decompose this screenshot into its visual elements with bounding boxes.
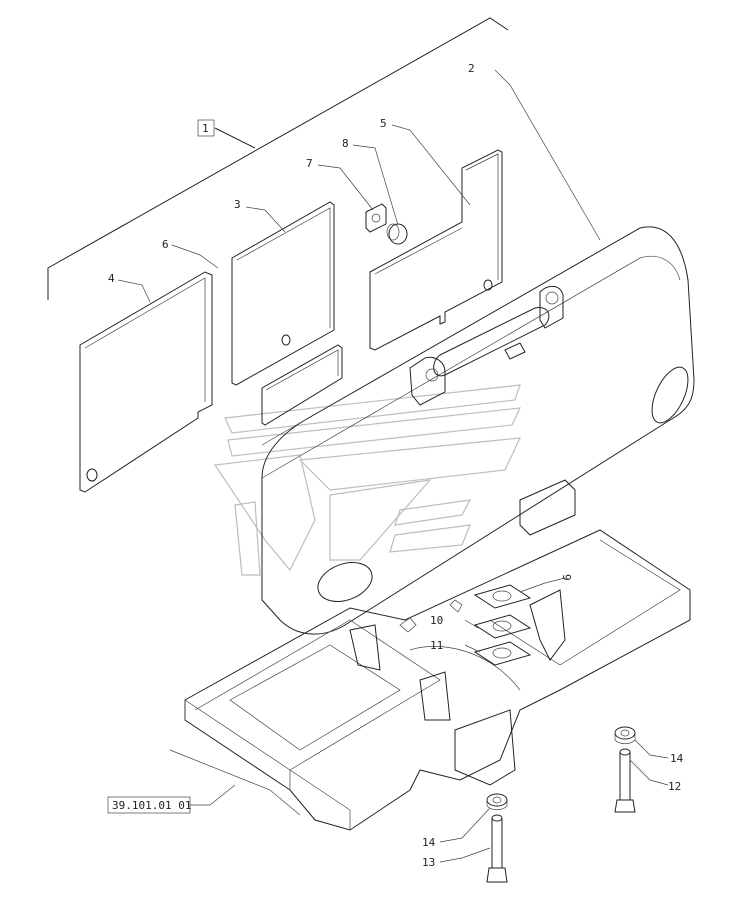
callout-12: 12 <box>668 780 681 793</box>
chassis-frame <box>169 529 691 831</box>
callout-13: 13 <box>422 856 435 869</box>
bolt-12 <box>614 748 636 813</box>
callout-9: 9 <box>560 574 573 581</box>
clip-part-7 <box>365 203 387 233</box>
callout-3: 3 <box>234 198 241 211</box>
counterweight-body-2 <box>261 226 695 635</box>
callout-8: 8 <box>342 137 349 150</box>
callout-10: 10 <box>430 614 443 627</box>
callout-2: 2 <box>468 62 475 75</box>
washer-14-right <box>614 726 636 745</box>
callout-5: 5 <box>380 117 387 130</box>
insulation-panel-5 <box>369 149 503 351</box>
callout-4: 4 <box>108 272 115 285</box>
plug-part-8 <box>386 223 408 245</box>
shim-11 <box>473 641 532 666</box>
shim-9 <box>473 584 532 609</box>
callout-labels: 1 2 3 4 5 6 7 8 9 10 11 12 13 14 14 39.1… <box>107 62 684 869</box>
callout-1: 1 <box>202 122 209 135</box>
leader-lines <box>117 69 669 863</box>
reference-box-label: 39.101.01 01 <box>112 799 191 812</box>
watermark-logo <box>213 384 521 576</box>
bolt-13 <box>486 814 508 883</box>
shim-10 <box>473 614 532 639</box>
washer-14-left <box>486 793 508 811</box>
kit-bracket-line <box>47 17 509 300</box>
callout-6: 6 <box>162 238 169 251</box>
callout-11: 11 <box>430 639 443 652</box>
insulation-panel-3 <box>231 201 335 386</box>
insulation-strip-6 <box>261 344 343 426</box>
callout-14-left: 14 <box>422 836 436 849</box>
callout-14-right: 14 <box>670 752 684 765</box>
callout-7: 7 <box>306 157 313 170</box>
insulation-panel-4 <box>79 271 213 493</box>
